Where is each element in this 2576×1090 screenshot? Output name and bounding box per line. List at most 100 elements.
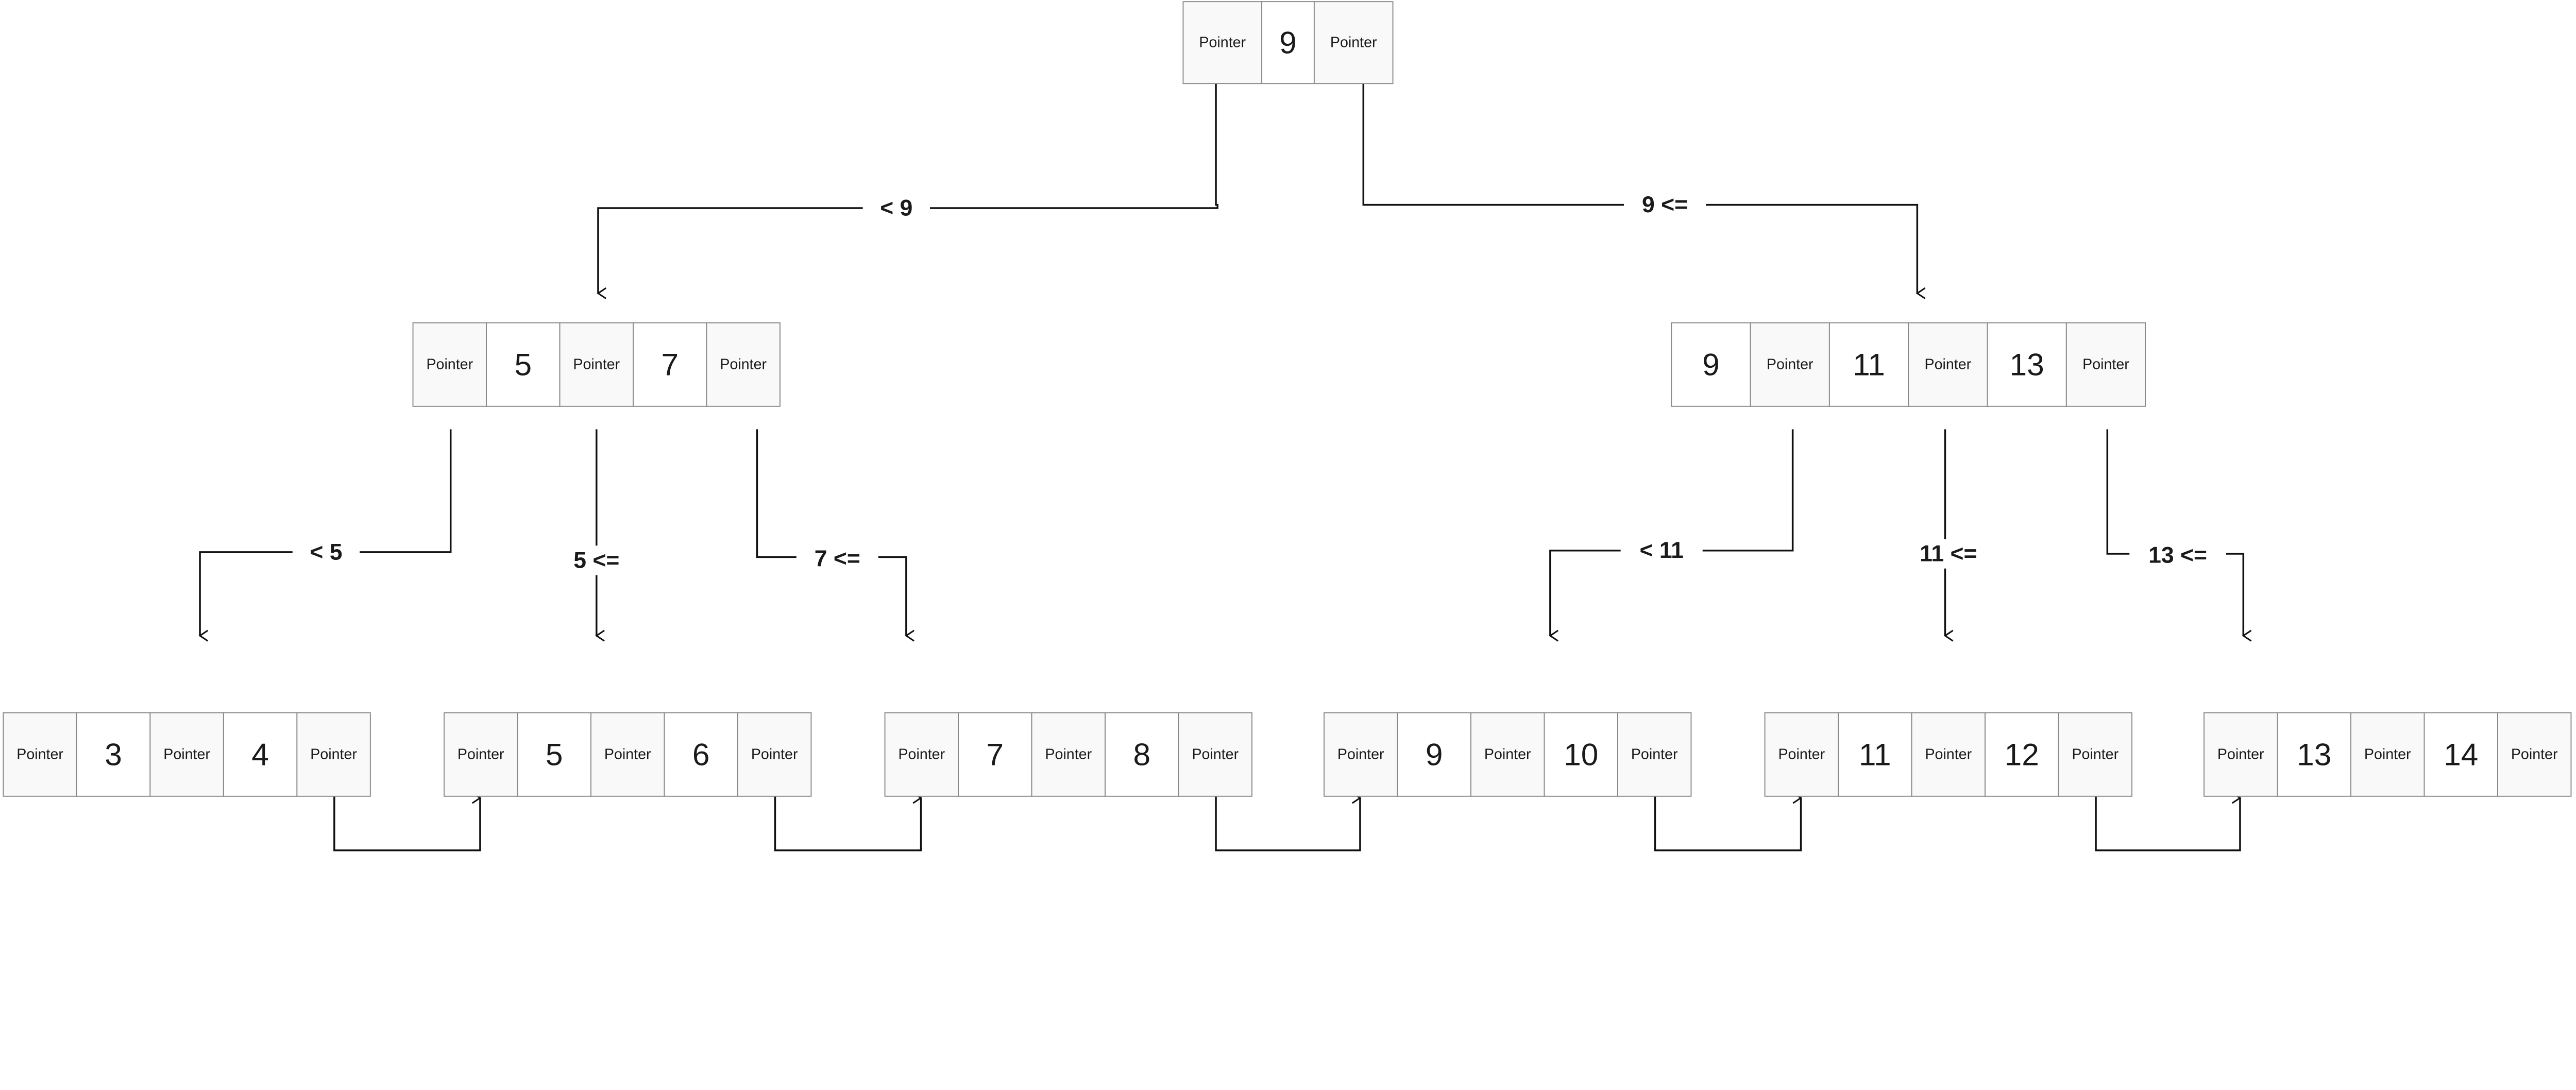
key-cell: 8: [1105, 712, 1179, 797]
key-cell: 4: [223, 712, 298, 797]
cell-box: [517, 712, 591, 797]
pointer-cell: Pointer: [1313, 1, 1394, 84]
pointer-text: Pointer: [2364, 746, 2411, 763]
edge-label: 13 <=: [2148, 543, 2207, 568]
cell-box: [633, 322, 707, 407]
pointer-text: Pointer: [163, 746, 210, 763]
arrow-line: [774, 796, 921, 851]
cell-box: [1908, 322, 1988, 407]
pointer-text: Pointer: [1330, 35, 1377, 51]
pointer-cell: Pointer: [1911, 712, 1986, 797]
edge-root-right: 9 <=: [1362, 83, 1917, 293]
cell-box: [664, 712, 738, 797]
pointer-text: Pointer: [2072, 746, 2119, 763]
pointer-text: Pointer: [573, 356, 620, 373]
pointer-text: Pointer: [1925, 356, 1972, 373]
pointer-text: Pointer: [310, 746, 357, 763]
key-cell: 5: [486, 322, 561, 407]
pointer-text: Pointer: [1484, 746, 1531, 763]
label-bg: [2129, 540, 2226, 570]
arrow-line: [1654, 796, 1801, 851]
pointer-cell: Pointer: [1617, 712, 1692, 797]
label-bg: [1900, 539, 1997, 569]
cell-box: [76, 712, 151, 797]
pointer-cell: Pointer: [2350, 712, 2425, 797]
pointer-text: Pointer: [2082, 356, 2129, 373]
arrow-line: [333, 796, 480, 851]
pointer-cell: Pointer: [1764, 712, 1839, 797]
pointer-cell: Pointer: [1750, 322, 1830, 407]
leaf-sibling-link: [1215, 796, 1360, 851]
pointer-cell: Pointer: [1908, 322, 1988, 407]
cell-box: [1828, 322, 1909, 407]
key-value: 8: [1133, 737, 1150, 772]
pointer-text: Pointer: [1778, 746, 1825, 763]
pointer-cell: Pointer: [296, 712, 371, 797]
cell-box: [1313, 1, 1394, 84]
edge-label: 7 <=: [815, 546, 860, 571]
pointer-text: Pointer: [16, 746, 63, 763]
pointer-cell: Pointer: [706, 322, 781, 407]
key-cell: 9: [1261, 1, 1315, 84]
label-bg: [796, 543, 878, 574]
edge-label: 5 <=: [573, 548, 619, 573]
key-cell: 9: [1671, 322, 1751, 407]
key-cell: 13: [2277, 712, 2351, 797]
key-value: 7: [661, 347, 679, 382]
key-value: 14: [2444, 737, 2478, 772]
label-bg: [862, 193, 930, 223]
cell-box: [1764, 712, 1839, 797]
pointer-text: Pointer: [1767, 356, 1814, 373]
pointer-cell: Pointer: [737, 712, 812, 797]
label-bg: [1624, 190, 1706, 220]
cell-box: [296, 712, 371, 797]
cell-box: [1182, 1, 1263, 84]
cell-box: [1105, 712, 1179, 797]
key-cell: 11: [1838, 712, 1912, 797]
arrow-line: [200, 429, 452, 636]
key-value: 6: [692, 737, 710, 772]
pointer-text: Pointer: [604, 746, 651, 763]
cell-box: [1324, 712, 1398, 797]
cell-box: [1750, 322, 1830, 407]
leaf-sibling-link: [1654, 796, 1801, 851]
cell-box: [2277, 712, 2351, 797]
key-value: 9: [1702, 347, 1720, 382]
pointer-cell: Pointer: [884, 712, 959, 797]
cell-box: [412, 322, 487, 407]
edge-label: < 11: [1639, 538, 1683, 563]
label-bg: [555, 546, 638, 575]
key-cell: 12: [1985, 712, 2059, 797]
pointer-text: Pointer: [1199, 35, 1246, 51]
edge-right-2: 11 <=: [1900, 429, 1997, 636]
key-value: 7: [986, 737, 1004, 772]
cell-box: [2424, 712, 2498, 797]
pointer-text: Pointer: [1045, 746, 1092, 763]
cell-box: [884, 712, 959, 797]
pointer-cell: Pointer: [2065, 322, 2146, 407]
arrow-line: [1362, 83, 1917, 293]
internal-node-left: Pointer 5 Pointer 7 Pointer: [412, 322, 781, 407]
leaf-sibling-link: [774, 796, 921, 851]
key-value: 9: [1426, 737, 1443, 772]
edge-left-3: 7 <=: [756, 429, 906, 636]
cell-box: [2350, 712, 2425, 797]
pointer-text: Pointer: [720, 356, 767, 373]
key-value: 9: [1279, 25, 1297, 60]
arrow-line: [2095, 796, 2240, 851]
key-value: 10: [1564, 737, 1598, 772]
pointer-cell: Pointer: [1031, 712, 1106, 797]
pointer-text: Pointer: [1192, 746, 1239, 763]
edge-label: < 5: [310, 539, 342, 565]
pointer-text: Pointer: [426, 356, 473, 373]
root-node: Pointer 9 Pointer: [1182, 1, 1394, 84]
key-cell: 7: [633, 322, 707, 407]
key-value: 11: [1859, 737, 1891, 772]
key-value: 4: [251, 737, 269, 772]
pointer-cell: Pointer: [2497, 712, 2572, 797]
leaf-node: Pointer 7 Pointer 8 Pointer: [884, 712, 1252, 797]
